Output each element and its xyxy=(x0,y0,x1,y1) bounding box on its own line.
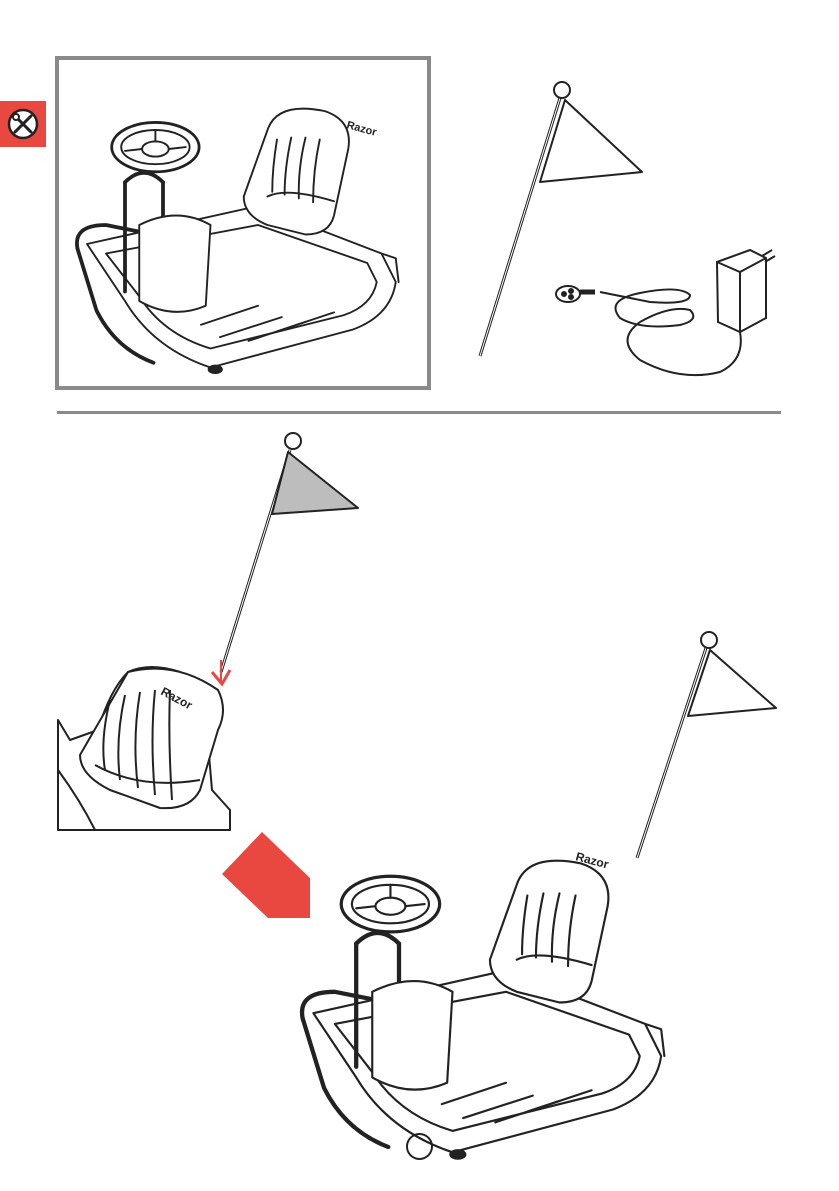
battery-charger-illustration xyxy=(556,250,775,375)
installed-safety-flag xyxy=(637,632,776,858)
flag-insertion-detail: Razor xyxy=(58,433,358,830)
page-number xyxy=(406,1133,433,1160)
crazy-kart-frame-illustration xyxy=(77,109,399,374)
step-direction-arrow xyxy=(222,832,310,918)
seat-brand-mark: Razor xyxy=(345,119,378,139)
assembled-kart-illustration xyxy=(302,861,664,1159)
